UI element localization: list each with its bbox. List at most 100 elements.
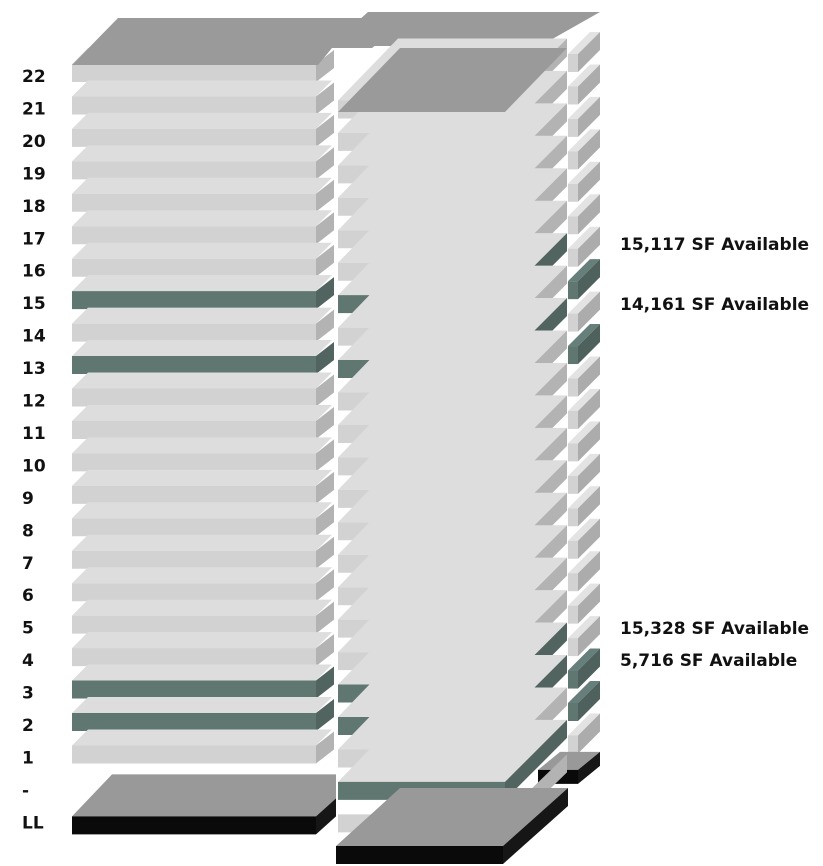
left-base-side (316, 798, 336, 835)
floor-label-12: 12 (22, 392, 46, 412)
floor-label-dash: - (22, 781, 29, 801)
floor-label-20: 20 (22, 132, 46, 152)
left-floor-face (72, 485, 316, 504)
right-floor-top (568, 32, 600, 54)
middle-base-face (336, 846, 503, 864)
right-floor-side (578, 583, 600, 624)
right-floor-top (568, 486, 600, 509)
right-floor-side (578, 681, 600, 721)
floor-label-13: 13 (22, 359, 46, 379)
floor-label-4: 4 (22, 651, 34, 671)
availability-label-2: 14,161 SF Available (620, 295, 809, 315)
right-floor-side (578, 161, 600, 202)
left-floor-side (316, 82, 334, 115)
left-floor-side (316, 277, 334, 310)
left-floor-top (72, 404, 332, 421)
right-floor-face (568, 281, 578, 300)
floor-label-9: 9 (22, 489, 34, 509)
floor-label-7: 7 (22, 554, 34, 574)
middle-floor-top (338, 719, 567, 782)
right-floor-face (568, 86, 578, 105)
left-floor-face (72, 518, 316, 537)
right-floor-top (568, 453, 600, 476)
left-floor-face (72, 291, 316, 310)
left-floor-side (316, 244, 334, 277)
right-floor-top (568, 64, 600, 87)
left-floor-side (316, 114, 334, 147)
right-floor-face (568, 735, 578, 754)
left-tower (72, 18, 410, 835)
left-floor-top (72, 599, 332, 616)
right-floor-top (568, 356, 600, 379)
left-floor-side (316, 699, 334, 731)
left-floor-face (72, 226, 316, 245)
floor-label-11: 11 (22, 424, 46, 444)
left-floor-side (316, 50, 334, 82)
floor-label-16: 16 (22, 262, 46, 282)
left-floor-face (72, 615, 316, 634)
floor-label-17: 17 (22, 229, 46, 249)
right-floor-side (578, 32, 600, 72)
right-floor-face (568, 638, 578, 657)
left-floor-side (316, 536, 334, 569)
left-floor-face (72, 680, 316, 699)
floor-label-18: 18 (22, 197, 46, 217)
left-roof (72, 18, 410, 65)
right-floor-face (568, 605, 578, 624)
left-floor-side (316, 471, 334, 504)
right-base-side (578, 751, 600, 784)
right-base-top (538, 751, 600, 770)
middle-roof (338, 48, 567, 112)
right-floor-face (568, 313, 578, 332)
left-floor-face (72, 583, 316, 602)
left-floor-top (72, 632, 332, 649)
right-floor-face (568, 540, 578, 559)
left-floor-top (72, 307, 332, 324)
left-floor-side (316, 634, 334, 667)
right-floor-face (568, 216, 578, 235)
left-floor-face (72, 356, 316, 375)
left-floor-top (72, 145, 332, 162)
right-floor-top (568, 96, 600, 119)
left-floor-face (72, 550, 316, 569)
right-floor-side (578, 453, 600, 494)
right-floor-face (568, 346, 578, 365)
floor-label-5: 5 (22, 619, 34, 639)
floor-label-1: 1 (22, 748, 34, 768)
left-floor-side (316, 309, 334, 342)
floor-label-22: 22 (22, 67, 46, 87)
right-floor-face (568, 151, 578, 170)
left-base-top (72, 774, 336, 817)
left-floor-side (316, 666, 334, 699)
left-floor-face (72, 713, 316, 731)
left-floor-top (72, 567, 332, 584)
left-floor-top (72, 502, 332, 519)
right-floor-side (578, 551, 600, 592)
left-floor-top (72, 112, 332, 129)
right-floor-top (568, 421, 600, 444)
left-floor-top (72, 534, 332, 551)
right-floor-side (578, 64, 600, 105)
right-floor-side (578, 421, 600, 462)
left-floor-side (316, 439, 334, 472)
left-floor-side (316, 147, 334, 180)
right-floor-top (568, 551, 600, 574)
left-floor-face (72, 64, 316, 82)
floor-label-2: 2 (22, 716, 34, 736)
right-tower (330, 12, 600, 784)
left-floor-side (316, 504, 334, 537)
availability-label-3: 15,328 SF Available (620, 619, 809, 639)
right-floor-side (578, 388, 600, 429)
left-floor-face (72, 128, 316, 147)
right-floor-top (568, 648, 600, 671)
availability-label-4: 5,716 SF Available (620, 651, 797, 671)
right-floor-side (578, 616, 600, 657)
right-floor-side (578, 324, 600, 365)
right-floor-top (568, 259, 600, 282)
left-floor-face (72, 745, 316, 764)
left-floor-side (316, 731, 334, 764)
right-floor-top (568, 161, 600, 184)
left-floor-top (72, 177, 332, 194)
left-floor-top (72, 340, 332, 357)
left-floor-face (72, 648, 316, 667)
